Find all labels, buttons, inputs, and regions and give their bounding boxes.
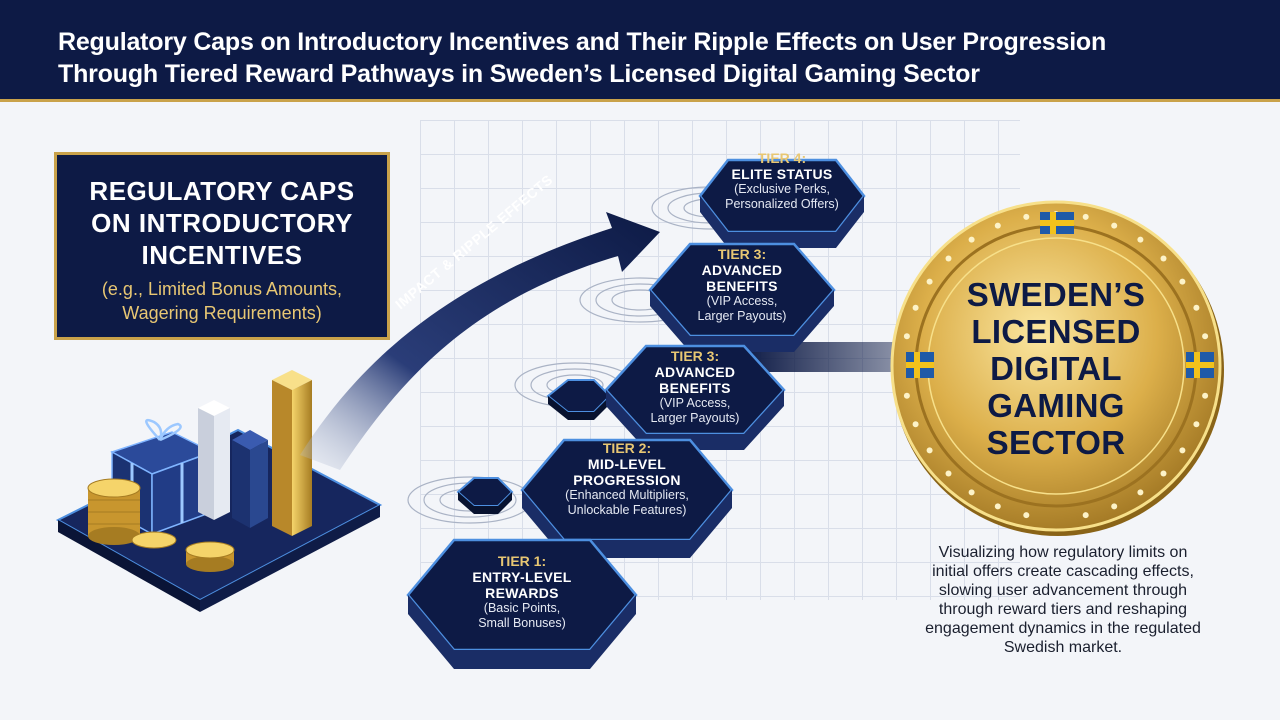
- page-title-line-2: Through Tiered Reward Pathways in Sweden…: [58, 60, 980, 88]
- medallion-star-icon: [1137, 236, 1144, 243]
- medallion-star-icon: [994, 222, 1001, 229]
- medallion-star-icon: [1111, 222, 1118, 229]
- sweden-medallion: [890, 200, 1224, 536]
- tier-3-lower-hexagon: [604, 344, 786, 450]
- medallion-star-icon: [968, 489, 975, 496]
- medallion-star-icon: [994, 503, 1001, 510]
- caption-text: Visualizing how regulatory limits on ini…: [925, 544, 1201, 656]
- medallion-star-icon: [1160, 255, 1167, 262]
- tier-3-upper-hexagon: [648, 242, 836, 352]
- medallion-star-icon: [1202, 392, 1209, 399]
- medallion-star-icon: [926, 447, 933, 454]
- small-hexagon-1: [546, 379, 612, 420]
- medallion-star-icon: [1023, 512, 1030, 519]
- medallion-star-icon: [1082, 213, 1089, 220]
- tier-2-text: TIER 2: MID-LEVEL PROGRESSION (Enhanced …: [565, 440, 689, 517]
- tier-3-lower-text: TIER 3: ADVANCED BENEFITS (VIP Access, L…: [650, 348, 740, 425]
- medallion-star-icon: [912, 304, 919, 311]
- medallion-star-icon: [903, 392, 910, 399]
- medallion-star-icon: [968, 236, 975, 243]
- medallion-star-icon: [912, 421, 919, 428]
- medallion-text: SWEDEN’S LICENSED DIGITAL GAMING SECTOR: [966, 276, 1146, 461]
- regulatory-caps-box: REGULATORY CAPS ON INTRODUCTORY INCENTIV…: [54, 152, 390, 340]
- medallion-star-icon: [1179, 278, 1186, 285]
- caps-box-title: REGULATORY CAPS ON INTRODUCTORY INCENTIV…: [89, 176, 355, 270]
- swedish-flag-icon: [1186, 352, 1214, 378]
- medallion-star-icon: [1082, 512, 1089, 519]
- medallion-star-icon: [926, 278, 933, 285]
- bar-chart-icon: [198, 370, 312, 536]
- tier-4-hexagon: [698, 158, 866, 248]
- coin-stack-icon: [87, 478, 235, 572]
- medallion-star-icon: [1137, 489, 1144, 496]
- medallion-star-icon: [1193, 304, 1200, 311]
- caps-box-subtitle: (e.g., Limited Bonus Amounts, Wagering R…: [101, 279, 343, 323]
- tier-3-upper-text: TIER 3: ADVANCED BENEFITS (VIP Access, L…: [697, 246, 787, 323]
- medallion-star-icon: [903, 333, 910, 340]
- tier-4-text: TIER 4: ELITE STATUS (Exclusive Perks, P…: [725, 150, 839, 211]
- impact-arrow: [300, 212, 660, 470]
- medallion-star-icon: [945, 470, 952, 477]
- medallion-star-icon: [945, 255, 952, 262]
- swedish-flag-icon: [1040, 212, 1074, 234]
- header-banner: Regulatory Caps on Introductory Incentiv…: [0, 0, 1280, 102]
- tier-1-hexagon: [406, 538, 638, 669]
- tier-1-text: TIER 1: ENTRY-LEVEL REWARDS (Basic Point…: [472, 553, 572, 630]
- swedish-flag-icon: [906, 352, 934, 378]
- medallion-star-icon: [1202, 333, 1209, 340]
- medallion-star-icon: [1111, 503, 1118, 510]
- medallion-star-icon: [1023, 213, 1030, 220]
- page-title-line-1: Regulatory Caps on Introductory Incentiv…: [58, 28, 1107, 56]
- medallion-star-icon: [1179, 447, 1186, 454]
- medallion-star-icon: [1193, 421, 1200, 428]
- medallion-star-icon: [1160, 470, 1167, 477]
- small-hexagon-2: [456, 477, 514, 514]
